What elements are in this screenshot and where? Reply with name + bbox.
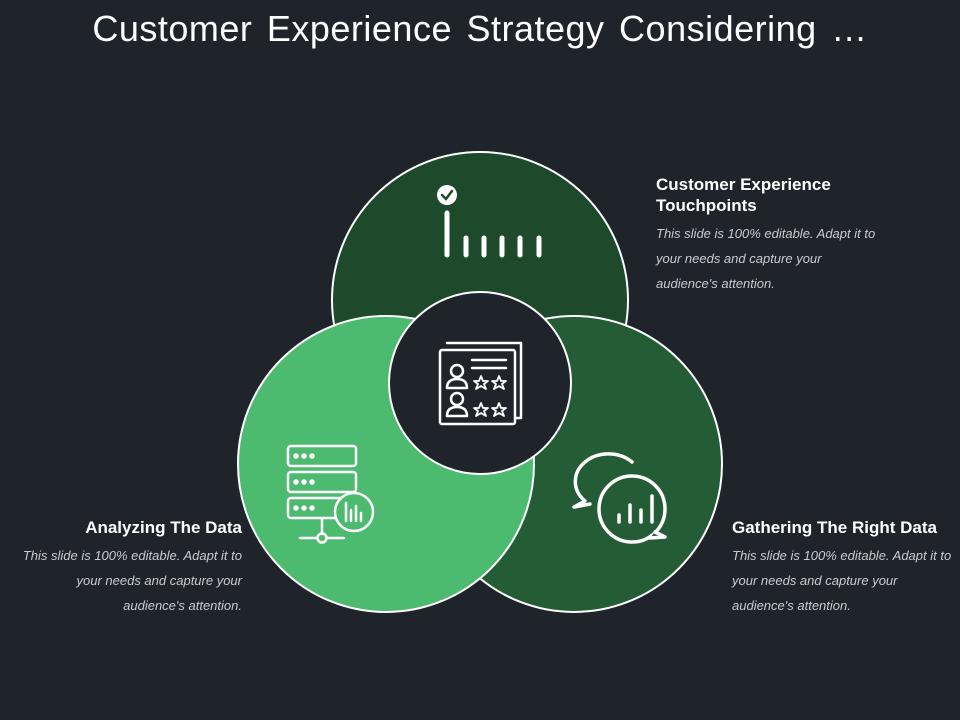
- touchpoints-text-block: Customer Experience Touchpoints This sli…: [656, 174, 886, 296]
- analyzing-text-block: Analyzing The Data This slide is 100% ed…: [18, 517, 242, 618]
- analyzing-heading: Analyzing The Data: [85, 518, 242, 537]
- touchpoints-description: This slide is 100% editable. Adapt it to…: [656, 226, 876, 291]
- gathering-heading: Gathering The Right Data: [732, 518, 937, 537]
- customer-rating-document-icon: [438, 341, 523, 426]
- touchpoints-heading: Customer Experience Touchpoints: [656, 175, 831, 215]
- chat-chart-icon: [572, 452, 667, 544]
- gathering-text-block: Gathering The Right Data This slide is 1…: [732, 517, 954, 618]
- gathering-description: This slide is 100% editable. Adapt it to…: [732, 548, 952, 613]
- touchpoint-bars-icon: [437, 185, 542, 258]
- analyzing-description: This slide is 100% editable. Adapt it to…: [22, 548, 242, 613]
- server-analytics-icon: [286, 444, 375, 544]
- slide-title: Customer Experience Strategy Considering…: [92, 8, 868, 49]
